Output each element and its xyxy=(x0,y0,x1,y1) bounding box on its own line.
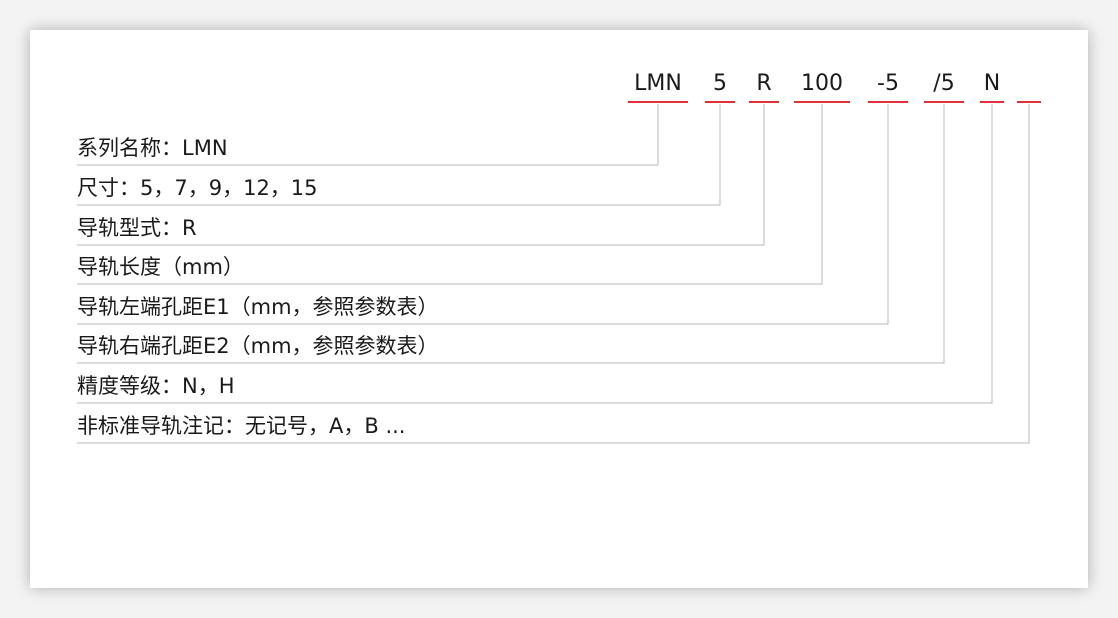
code-segment-1: LMN xyxy=(634,71,682,96)
code-segment-3: R xyxy=(756,71,771,96)
row-label-5: 导轨左端孔距E1（mm，参照参数表） xyxy=(77,295,439,319)
code-segment-7: N xyxy=(984,71,1000,96)
row-connector-3 xyxy=(77,104,765,246)
code-segment-5: -5 xyxy=(877,71,899,96)
row-label-6: 导轨右端孔距E2（mm，参照参数表） xyxy=(77,334,439,358)
row-label-1: 系列名称：LMN xyxy=(77,136,228,160)
row-label-4: 导轨长度（mm） xyxy=(77,255,244,279)
row-connector-2 xyxy=(77,104,721,206)
row-connector-4 xyxy=(77,104,823,285)
description-rows: 系列名称：LMN 尺寸：5，7，9，12，15 导轨型式：R 导轨长度（mm） 导轨左端… xyxy=(77,104,1030,444)
row-label-2: 尺寸：5，7，9，12，15 xyxy=(77,176,318,200)
row-connector-5 xyxy=(77,104,889,325)
row-connector-6 xyxy=(77,104,945,364)
code-segment-6: /5 xyxy=(933,71,954,96)
row-label-8: 非标准导轨注记：无记号，A，B ... xyxy=(77,414,405,438)
code-segment-2: 5 xyxy=(713,71,727,96)
row-connector-7 xyxy=(77,104,993,404)
row-connector-1 xyxy=(77,104,659,166)
row-label-3: 导轨型式：R xyxy=(77,216,197,240)
row-connector-8 xyxy=(77,104,1030,444)
row-label-7: 精度等级：N，H xyxy=(77,374,235,398)
spec-card xyxy=(30,30,1088,588)
code-segment-4: 100 xyxy=(801,71,843,96)
code-segments: LMN 5 R 100 -5/5 N xyxy=(628,71,1041,103)
